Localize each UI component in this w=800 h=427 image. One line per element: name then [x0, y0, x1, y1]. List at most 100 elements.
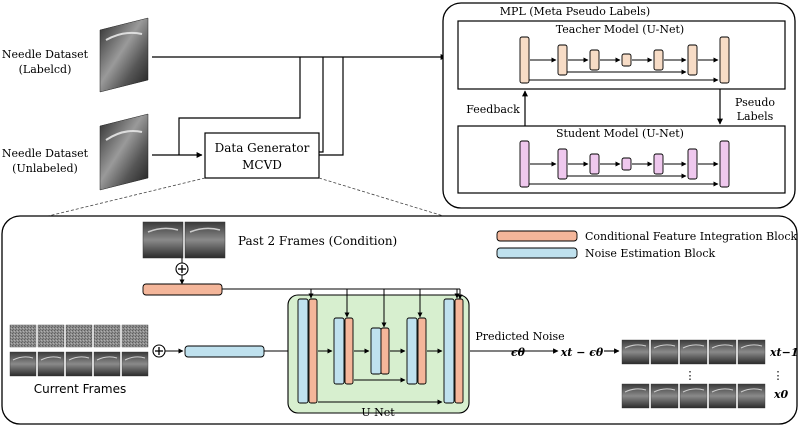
- x-0-label: x0: [773, 388, 789, 401]
- needle-trace: [682, 388, 705, 393]
- noise-frame: [37, 324, 65, 348]
- needle-trace: [68, 356, 90, 361]
- conditional-feature-block: [454, 298, 464, 404]
- output-frame-0: [650, 383, 679, 409]
- labeled-dataset-label: Needle Dataset: [2, 48, 89, 61]
- noise-estimation-block: [443, 298, 455, 404]
- output-frame-0: [621, 383, 650, 409]
- past-frames-images: [142, 221, 226, 259]
- student-model-label: Student Model (U-Net): [556, 127, 684, 140]
- teacher-model-label: Teacher Model (U-Net): [556, 23, 684, 36]
- needle-trace: [124, 356, 146, 361]
- student-model-box: [457, 125, 786, 194]
- output-frame-t-minus-1: [650, 339, 679, 365]
- noise-frame: [65, 324, 93, 348]
- unet-block: [589, 49, 600, 71]
- legend-conditional-swatch: [496, 230, 578, 242]
- conditional-feature-block: [308, 298, 318, 404]
- legend-noise-swatch: [496, 247, 578, 259]
- legend-noise-label: Noise Estimation Block: [585, 247, 716, 260]
- unet-block: [621, 157, 632, 171]
- labeled-dataset-sublabel: (Labelcd): [19, 63, 72, 76]
- student-unet: [519, 140, 730, 188]
- add-operator-icon-input: [152, 344, 166, 358]
- epsilon-theta-label: ϵθ: [511, 346, 526, 359]
- labeled-ultrasound-image: [99, 17, 149, 93]
- feedback-label: Feedback: [466, 103, 520, 116]
- x-t-minus-1-label: xt−1: [769, 346, 799, 359]
- unet-block: [557, 44, 568, 76]
- ultrasound-frame: [9, 351, 37, 377]
- conditional-feature-block: [380, 327, 390, 375]
- ultrasound-frame: [93, 351, 121, 377]
- output-frame-0: [708, 383, 737, 409]
- unet-block: [687, 148, 698, 180]
- output-frames-grid: [621, 339, 766, 409]
- mcvd-unet-blocks: [297, 289, 464, 405]
- current-frames-grid: [9, 324, 149, 377]
- condition-feature-block: [142, 283, 223, 296]
- output-frame-t-minus-1: [621, 339, 650, 365]
- unet-block: [653, 153, 664, 175]
- teacher-model-box: [457, 20, 786, 90]
- needle-trace: [624, 344, 647, 349]
- needle-trace: [624, 388, 647, 393]
- zoom-dashed-lines: [39, 177, 451, 219]
- unet-block: [687, 44, 698, 76]
- noise-estimation-block: [370, 327, 382, 375]
- noise-frame: [121, 324, 149, 348]
- noise-estimation-block: [297, 298, 309, 404]
- unet-block: [719, 140, 730, 188]
- unet-block: [653, 49, 664, 71]
- noise-embedding-block: [184, 345, 265, 358]
- unet-block: [519, 36, 530, 84]
- output-frame-t-minus-1: [679, 339, 708, 365]
- data-generator-label: Data Generator: [215, 141, 310, 155]
- unet-block: [519, 140, 530, 188]
- output-frame-t-minus-1: [708, 339, 737, 365]
- current-frames-label: Current Frames: [34, 382, 127, 396]
- output-frame-t-minus-1: [737, 339, 766, 365]
- xt-minus-eps-label: xt − ϵθ: [560, 346, 604, 359]
- legend-conditional-label: Conditional Feature Integration Block: [585, 230, 798, 243]
- needle-trace: [96, 356, 118, 361]
- unlabeled-dataset-label: Needle Dataset: [2, 147, 89, 160]
- ultrasound-frame: [121, 351, 149, 377]
- unlabeled-ultrasound-image: [99, 113, 149, 191]
- unet-block: [557, 148, 568, 180]
- ellipsis-right: ⋮: [773, 369, 784, 382]
- needle-trace: [711, 344, 734, 349]
- needle-trace: [653, 344, 676, 349]
- noise-frame: [93, 324, 121, 348]
- needle-trace: [682, 344, 705, 349]
- ultrasound-frame: [65, 351, 93, 377]
- needle-trace: [12, 356, 34, 361]
- output-frame-0: [679, 383, 708, 409]
- add-operator-icon-condition: [175, 262, 189, 276]
- noise-frame: [9, 324, 37, 348]
- data-generator-box: [204, 132, 320, 179]
- past-frames-label: Past 2 Frames (Condition): [238, 234, 397, 248]
- pseudo-label-line2: Labels: [737, 110, 774, 123]
- unet-block: [621, 53, 632, 67]
- conditional-feature-block: [344, 317, 354, 385]
- needle-trace: [740, 344, 763, 349]
- top-connectors: [152, 54, 447, 158]
- noise-estimation-block: [406, 317, 418, 385]
- needle-trace: [711, 388, 734, 393]
- conditional-feature-block: [417, 317, 427, 385]
- mcvd-label: MCVD: [242, 158, 282, 172]
- noise-estimation-block: [333, 317, 345, 385]
- output-frame-0: [737, 383, 766, 409]
- predicted-noise-label: Predicted Noise: [475, 330, 564, 343]
- ellipsis-center: ⋮: [685, 369, 696, 382]
- ultrasound-frame: [37, 351, 65, 377]
- mpl-title: MPL (Meta Pseudo Labels): [500, 5, 650, 18]
- unet-block: [589, 153, 600, 175]
- pseudo-label-line1: Pseudo: [735, 96, 775, 109]
- unlabeled-dataset-sublabel: (Unlabeled): [12, 162, 78, 175]
- teacher-unet: [519, 36, 730, 84]
- unet-block: [719, 36, 730, 84]
- needle-trace: [40, 356, 62, 361]
